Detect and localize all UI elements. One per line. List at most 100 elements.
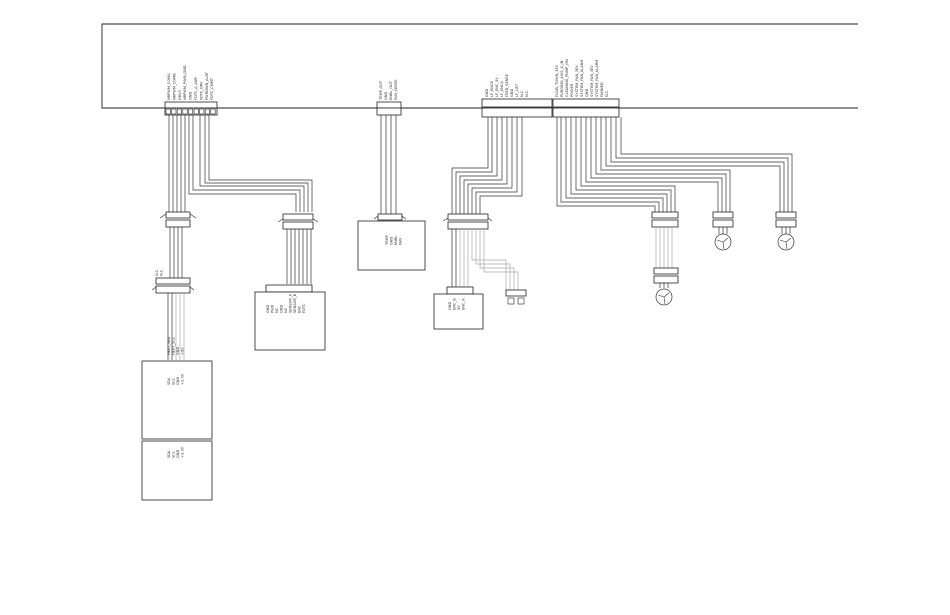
- wire-inline-left-down: [169, 227, 183, 278]
- connector-pin: [165, 108, 171, 115]
- pin-label: ENC: [298, 305, 302, 313]
- pin-label: SYSTEM_FAN_ALARM: [580, 60, 584, 97]
- inline-connector-right-center: [442, 213, 493, 230]
- pin-label: GND: [585, 89, 589, 97]
- pin-label: NC: [275, 307, 279, 313]
- pin-label: GND: [189, 92, 193, 100]
- pin-label: GND: [384, 92, 388, 100]
- fan-connector-3: [775, 211, 797, 234]
- wire-center-left-down: [286, 229, 312, 284]
- pin-label: FAN_SENSE: [394, 79, 398, 100]
- pin-label: GND: [448, 302, 452, 310]
- pin-label: TEMP: [385, 234, 389, 246]
- pin-label: ENBL_OUT: [389, 80, 393, 100]
- pin-label: TEMP_OUT: [379, 80, 383, 101]
- fan-2: [714, 233, 732, 251]
- connector-pin: [204, 108, 210, 115]
- pin-label: SCL: [172, 451, 176, 458]
- pin-label: ENC_A: [462, 298, 466, 310]
- pin-label: GND: [176, 347, 180, 355]
- pin-label: N.C.: [155, 269, 159, 276]
- pin-label: LF_ENC_5V: [495, 77, 499, 97]
- pin-label: LF_ENCA: [500, 81, 504, 97]
- pin-label: LF_LIFT: [515, 83, 519, 97]
- pin-label: +3.3V: [181, 446, 185, 458]
- pin-label: FDTC_CMMT: [210, 77, 214, 100]
- pin-label: GND: [510, 89, 514, 97]
- pin-label: HEAT_SEA: [167, 336, 171, 355]
- pin-label: LF_ENCB: [490, 81, 494, 97]
- pin-label: SYSTEM_FAN_3EV: [590, 65, 594, 97]
- pin-label: N.C.: [160, 269, 164, 276]
- pin-label: GND: [266, 305, 270, 313]
- pin-label: DRV3: [178, 90, 182, 100]
- pin-label: POWER: [570, 83, 574, 97]
- connector-pin: [176, 108, 182, 115]
- inline-connector-left-2: N.C.N.C.: [151, 269, 195, 294]
- pin-label: FDTC_DRV: [199, 81, 203, 100]
- wire-bundle-c: [451, 117, 523, 214]
- pin-label: NRPWM_PWM_GND: [183, 65, 187, 100]
- pin-label: SENSOR_A: [289, 293, 293, 313]
- inline-connector-center-left: [277, 213, 319, 230]
- pin-label: SDA: [167, 377, 171, 385]
- pin-label: N.C.: [605, 90, 609, 97]
- fan-connector-1: [651, 211, 679, 288]
- pin-label: ENBL: [394, 236, 398, 245]
- pin-label: FANNED: [600, 82, 604, 97]
- connector-pin: [182, 108, 188, 115]
- fan-1: [655, 288, 673, 306]
- pin-label: NRPWM_COMA: [167, 73, 171, 100]
- pin-label: FEED_SENSE: [505, 73, 509, 97]
- connector-pin: [199, 108, 205, 115]
- fan-connector-2: [712, 211, 734, 234]
- inline-connector-center: [373, 213, 407, 221]
- pin-label: GND: [176, 377, 180, 385]
- pin-label: ENC_B: [453, 298, 457, 310]
- pin-label: SENSOR_B: [293, 293, 297, 313]
- fan-3: [777, 233, 795, 251]
- pin-label: HEAT_SCL: [172, 337, 176, 355]
- pin-label: SYSTEM_FAN_ALARM: [595, 60, 599, 97]
- pin-label: CLEANING_PUMP_ON: [565, 59, 569, 97]
- pin-label: PURGING_AXIS_4_IN: [560, 60, 564, 97]
- pin-label: FLOW_TOWN_3EV: [555, 64, 559, 97]
- pin-label: PWR: [271, 304, 275, 313]
- pin-label: GND: [176, 450, 180, 458]
- pin-label: PWRDWN_ALRT: [205, 71, 209, 100]
- pin-label: SYSTEM_FAN_3EV: [575, 65, 579, 97]
- wire-right-center-down: [451, 229, 519, 290]
- pin-label: 5V: [457, 305, 461, 310]
- connector-pin: [193, 108, 199, 115]
- wire-bundle-d: [556, 117, 793, 212]
- main-board-outline: [101, 23, 858, 109]
- pin-label: GND: [280, 305, 284, 313]
- connector-pin: [188, 108, 194, 115]
- wire-bundle-b: [380, 115, 397, 214]
- sensor-connector-small: [505, 289, 527, 305]
- pin-label: N.C.: [525, 90, 529, 97]
- pin-label: GND: [485, 89, 489, 97]
- inline-connector-left-1: [159, 211, 197, 228]
- pin-label: +5V: [181, 347, 185, 355]
- pin-label: SDA: [167, 450, 171, 458]
- pin-label: NRPWM_COMB: [172, 73, 176, 100]
- pin-label: N.C.: [520, 90, 524, 97]
- pin-label: FAN: [399, 238, 403, 245]
- pin-label: SCL: [172, 378, 176, 385]
- connector-pin: [210, 108, 216, 115]
- pin-label: FDTC_A_ANP: [194, 76, 198, 100]
- connector-pin: [171, 108, 177, 115]
- wire-bundle-a-left: [168, 115, 313, 212]
- pin-label: NC: [284, 307, 288, 313]
